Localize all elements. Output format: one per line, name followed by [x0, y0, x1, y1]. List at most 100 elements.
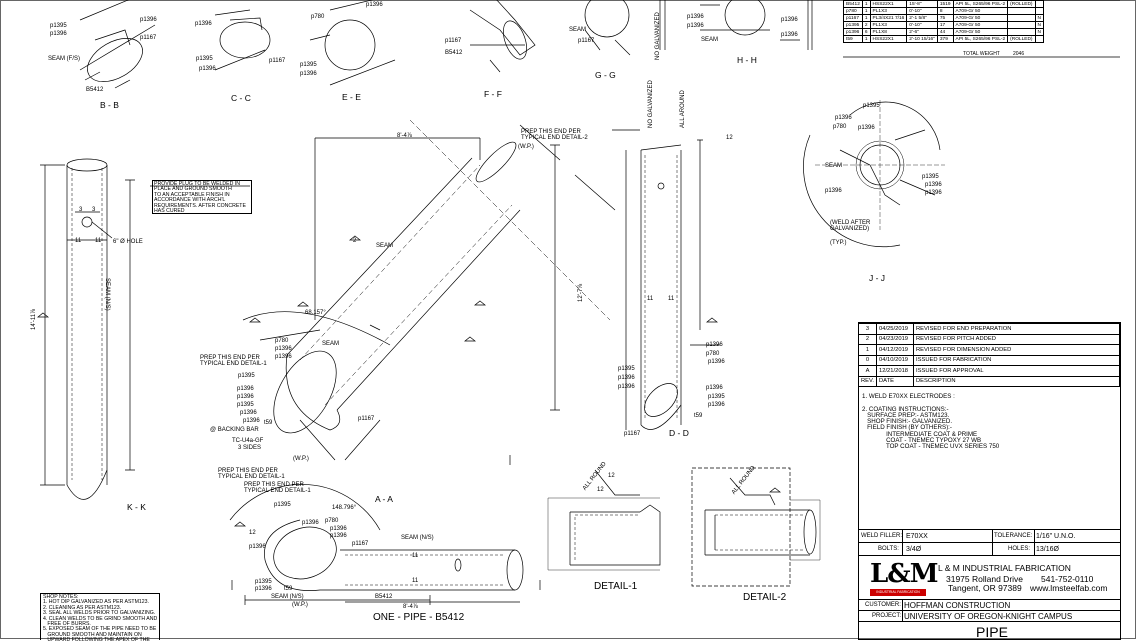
- callout: p1396: [825, 188, 842, 194]
- bom-cell: A709-Gr 50: [952, 14, 1009, 22]
- callout: p1167: [358, 416, 375, 422]
- dim-text: 68.157°: [305, 310, 326, 316]
- bolts-label: BOLTS:: [878, 546, 899, 552]
- callout: p1396: [237, 386, 254, 392]
- callout: p1396: [708, 359, 725, 365]
- callout: p1396: [302, 520, 319, 526]
- one-pipe-label: ONE - PIPE - B5412: [373, 612, 465, 623]
- dim-text: 12: [726, 135, 733, 141]
- bom-cell: N: [1034, 28, 1045, 36]
- callout: p1395: [274, 502, 291, 508]
- bom-cell: (ROLLED): [1007, 0, 1036, 8]
- callout: PREP THIS END PER: [521, 129, 581, 135]
- callout: p1395: [300, 62, 317, 68]
- dim-text: 14'-11⅞: [31, 308, 37, 330]
- bom-cell: N: [1034, 21, 1045, 29]
- callout: p1396: [708, 402, 725, 408]
- revision-cell: 04/10/2019: [876, 354, 914, 366]
- callout: p1395: [863, 103, 880, 109]
- bom-cell: 1: [861, 14, 871, 22]
- callout: SEAM: [569, 27, 587, 33]
- bom-cell: 15'-8": [906, 0, 938, 8]
- callout: p1395: [255, 579, 272, 585]
- section-f-label: F - F: [484, 89, 502, 99]
- bom-cell: HSS22X1: [869, 35, 908, 43]
- callout: (WELD AFTER: [830, 220, 871, 226]
- project-label: PROJECT:: [872, 613, 902, 619]
- callout: p1395: [618, 366, 635, 372]
- callout: p1396: [925, 182, 942, 188]
- callout: B5412: [86, 87, 104, 93]
- section-b-label: B - B: [100, 100, 119, 110]
- bom-cell: 2'-1 5/8": [906, 14, 938, 22]
- drawing-title: PIPE: [976, 624, 1008, 640]
- callout: ALL AROUND: [680, 90, 686, 128]
- revision-cell: 04/23/2019: [876, 333, 914, 345]
- bom-cell: [1034, 35, 1045, 43]
- bom-cell: PL1X3: [869, 7, 908, 15]
- callout: p780: [275, 338, 289, 344]
- callout: SEAM: [376, 243, 394, 249]
- bom-cell: HSS22X1: [869, 0, 908, 8]
- callout: p1395: [196, 56, 213, 62]
- callout: p1396: [300, 71, 317, 77]
- callout: TYPICAL END DETAIL-1: [244, 488, 311, 494]
- callout: t59: [694, 413, 703, 419]
- callout: SEAM: [701, 37, 719, 43]
- callout: p1396: [835, 115, 852, 121]
- callout: p1396: [687, 14, 704, 20]
- bom-cell: 2: [861, 21, 871, 29]
- callout: p1396: [255, 586, 272, 592]
- bom-cell: p1167: [843, 14, 863, 22]
- callout: TYPICAL END DETAIL-1: [200, 361, 267, 367]
- bom-cell: 75: [936, 14, 954, 22]
- section-d-label: D - D: [669, 428, 689, 438]
- bom-cell: PL1X3: [869, 21, 908, 29]
- dim-text: 3: [92, 207, 96, 213]
- general-notes: 1. WELD E70XX ELECTRODES : 2. COATING IN…: [862, 393, 1000, 451]
- callout: p1396: [618, 375, 635, 381]
- plug-note: PROVIDE PLUG TO BE WELDED IN PLACE AND G…: [154, 181, 246, 215]
- bom-cell: B5412: [843, 0, 863, 8]
- callout: @ BACKING BAR: [210, 427, 259, 433]
- callout: (W.P.): [293, 456, 309, 462]
- revision-cell: 1: [858, 344, 877, 356]
- callout: p1396: [781, 32, 798, 38]
- callout: p1396: [199, 66, 216, 72]
- callout: (W.P.): [292, 602, 308, 608]
- bom-cell: 0'-10": [906, 21, 938, 29]
- holes: 13/16Ø: [1036, 546, 1059, 553]
- callout: SEAM: [322, 341, 340, 347]
- detail-2-label: DETAIL-2: [743, 592, 787, 603]
- company-city: Tangent, OR 97389: [948, 583, 1022, 593]
- section-e-label: E - E: [342, 92, 361, 102]
- callout: p1396: [195, 21, 212, 27]
- dim-text: 11: [647, 296, 654, 302]
- callout: p1396: [366, 2, 383, 8]
- bom-cell: (ROLLED): [1007, 35, 1036, 43]
- bom-cell: API 5L, S265/96 PSL-2: [952, 35, 1009, 43]
- callout: PREP THIS END PER: [218, 468, 278, 474]
- section-k-label: K - K: [127, 502, 146, 512]
- bom-cell: A709-Gr 50: [952, 7, 1009, 15]
- dim-text: 12: [249, 530, 256, 536]
- bom-cell: 44: [936, 28, 954, 36]
- revision-cell: 2: [858, 333, 877, 345]
- company-phone: 541-752-0110: [1041, 574, 1094, 584]
- callout: TC-U4a-GF: [232, 438, 264, 444]
- total-weight-label: TOTAL WEIGHT: [963, 51, 1000, 57]
- callout: p1396: [240, 410, 257, 416]
- section-g-label: G - G: [595, 70, 616, 80]
- bom-cell: PL1X8: [869, 28, 908, 36]
- customer: HOFFMAN CONSTRUCTION: [904, 601, 1011, 610]
- bom-cell: 2'-6": [906, 28, 938, 36]
- callout: p1396: [243, 418, 260, 424]
- bom-cell: N: [1034, 14, 1045, 22]
